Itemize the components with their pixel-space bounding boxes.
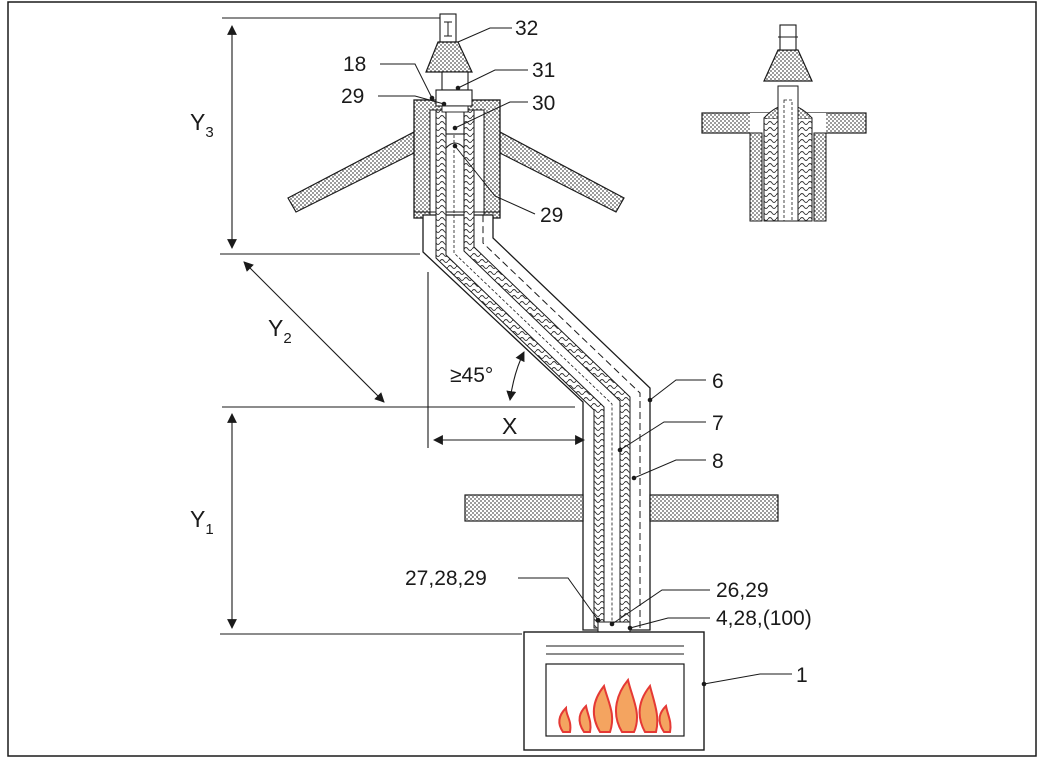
chimney-cap xyxy=(425,13,473,149)
stove xyxy=(523,621,705,751)
part-labels: 32 18 31 29 30 29 6 7 8 27,28,29 26,29 4… xyxy=(341,17,812,687)
dimension-lines xyxy=(220,17,585,635)
flames xyxy=(558,677,672,733)
label-31: 31 xyxy=(532,59,555,82)
label-1: 1 xyxy=(796,664,808,687)
dim-y2: Y2 xyxy=(268,315,292,347)
label-26-29: 26,29 xyxy=(716,579,769,602)
dim-y1: Y1 xyxy=(190,506,214,538)
label-6: 6 xyxy=(712,370,724,393)
label-4-28-100: 4,28,(100) xyxy=(716,607,812,630)
diagram-border xyxy=(7,1,1037,757)
dim-x: X xyxy=(502,413,517,439)
leader-dots xyxy=(595,397,707,687)
label-8: 8 xyxy=(712,450,724,473)
label-30: 30 xyxy=(532,92,555,115)
label-7: 7 xyxy=(712,412,724,435)
ceiling-slab xyxy=(464,494,779,522)
label-27-28-29: 27,28,29 xyxy=(405,567,487,590)
dim-y3: Y3 xyxy=(190,109,214,141)
detail-roof-penetration xyxy=(701,24,867,222)
dim-angle: ≥45° xyxy=(450,364,493,387)
dimension-labels: Y3 Y2 Y1 X ≥45° xyxy=(190,109,517,538)
leader-lines xyxy=(378,27,792,685)
label-29-top: 29 xyxy=(341,85,364,108)
label-29-bottom: 29 xyxy=(540,204,563,227)
label-32: 32 xyxy=(515,17,538,40)
label-18: 18 xyxy=(343,53,366,76)
